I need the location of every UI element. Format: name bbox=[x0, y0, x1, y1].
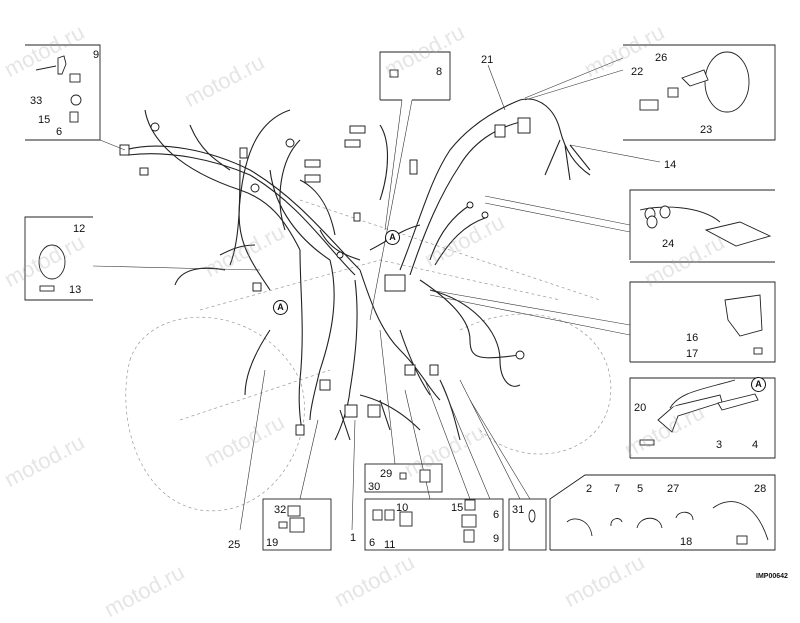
callout-32: 32 bbox=[274, 504, 287, 516]
callout-15b: 15 bbox=[451, 502, 464, 514]
detail-box-sensor bbox=[623, 44, 776, 141]
drawing-code: IMP00642 bbox=[756, 573, 788, 580]
callout-29: 29 bbox=[380, 468, 393, 480]
callout-18: 18 bbox=[680, 536, 693, 548]
callout-6b: 6 bbox=[493, 509, 500, 521]
callout-24: 24 bbox=[662, 238, 675, 250]
detail-box-relay bbox=[364, 498, 504, 551]
callout-22: 22 bbox=[631, 66, 644, 78]
callout-21: 21 bbox=[481, 54, 494, 66]
callout-10: 10 bbox=[396, 502, 409, 514]
callout-16: 16 bbox=[686, 332, 699, 344]
callout-6: 6 bbox=[56, 126, 63, 138]
callout-27: 27 bbox=[667, 483, 680, 495]
callout-33: 33 bbox=[30, 95, 43, 107]
callout-9: 9 bbox=[93, 49, 100, 61]
callout-2: 2 bbox=[586, 483, 593, 495]
wiring-harness bbox=[124, 98, 591, 441]
detail-box-ecu bbox=[629, 189, 775, 263]
callout-6c: 6 bbox=[369, 537, 376, 549]
callout-9b: 9 bbox=[493, 533, 500, 545]
leader-lines bbox=[92, 57, 661, 531]
callout-26: 26 bbox=[655, 52, 668, 64]
callout-14: 14 bbox=[664, 159, 677, 171]
wiring-harness-diagram bbox=[24, 44, 776, 551]
frame-outline bbox=[125, 199, 612, 512]
callout-4: 4 bbox=[752, 439, 759, 451]
detail-marker-a: A bbox=[273, 300, 288, 315]
callout-7: 7 bbox=[614, 483, 621, 495]
callout-30: 30 bbox=[368, 481, 381, 493]
callout-3: 3 bbox=[716, 439, 723, 451]
callout-20: 20 bbox=[634, 402, 647, 414]
detail-box-spark bbox=[629, 377, 776, 459]
detail-box-bracket bbox=[629, 281, 776, 363]
callout-11: 11 bbox=[384, 539, 396, 551]
callout-19: 19 bbox=[266, 537, 279, 549]
detail-box-horn bbox=[24, 216, 93, 301]
callout-15: 15 bbox=[38, 114, 51, 126]
detail-marker-a: A bbox=[751, 377, 766, 392]
callout-8: 8 bbox=[436, 66, 443, 78]
detail-marker-a: A bbox=[385, 230, 400, 245]
callout-17: 17 bbox=[686, 348, 699, 360]
detail-box-bulb bbox=[508, 498, 547, 551]
callout-28: 28 bbox=[754, 483, 767, 495]
callout-25: 25 bbox=[228, 539, 241, 551]
callout-31: 31 bbox=[512, 504, 525, 516]
callout-23: 23 bbox=[700, 124, 713, 136]
part-sketches bbox=[35, 51, 772, 545]
detail-box-relay-bracket bbox=[25, 44, 101, 141]
detail-box-fuse bbox=[379, 51, 451, 101]
connectors bbox=[119, 117, 531, 436]
detail-box-clips bbox=[549, 474, 776, 551]
detail-box-connector bbox=[262, 498, 332, 551]
callout-1: 1 bbox=[350, 532, 357, 544]
callout-12: 12 bbox=[73, 223, 86, 235]
callout-13: 13 bbox=[69, 284, 82, 296]
callout-5: 5 bbox=[637, 483, 644, 495]
detail-box-bolts bbox=[364, 463, 443, 493]
